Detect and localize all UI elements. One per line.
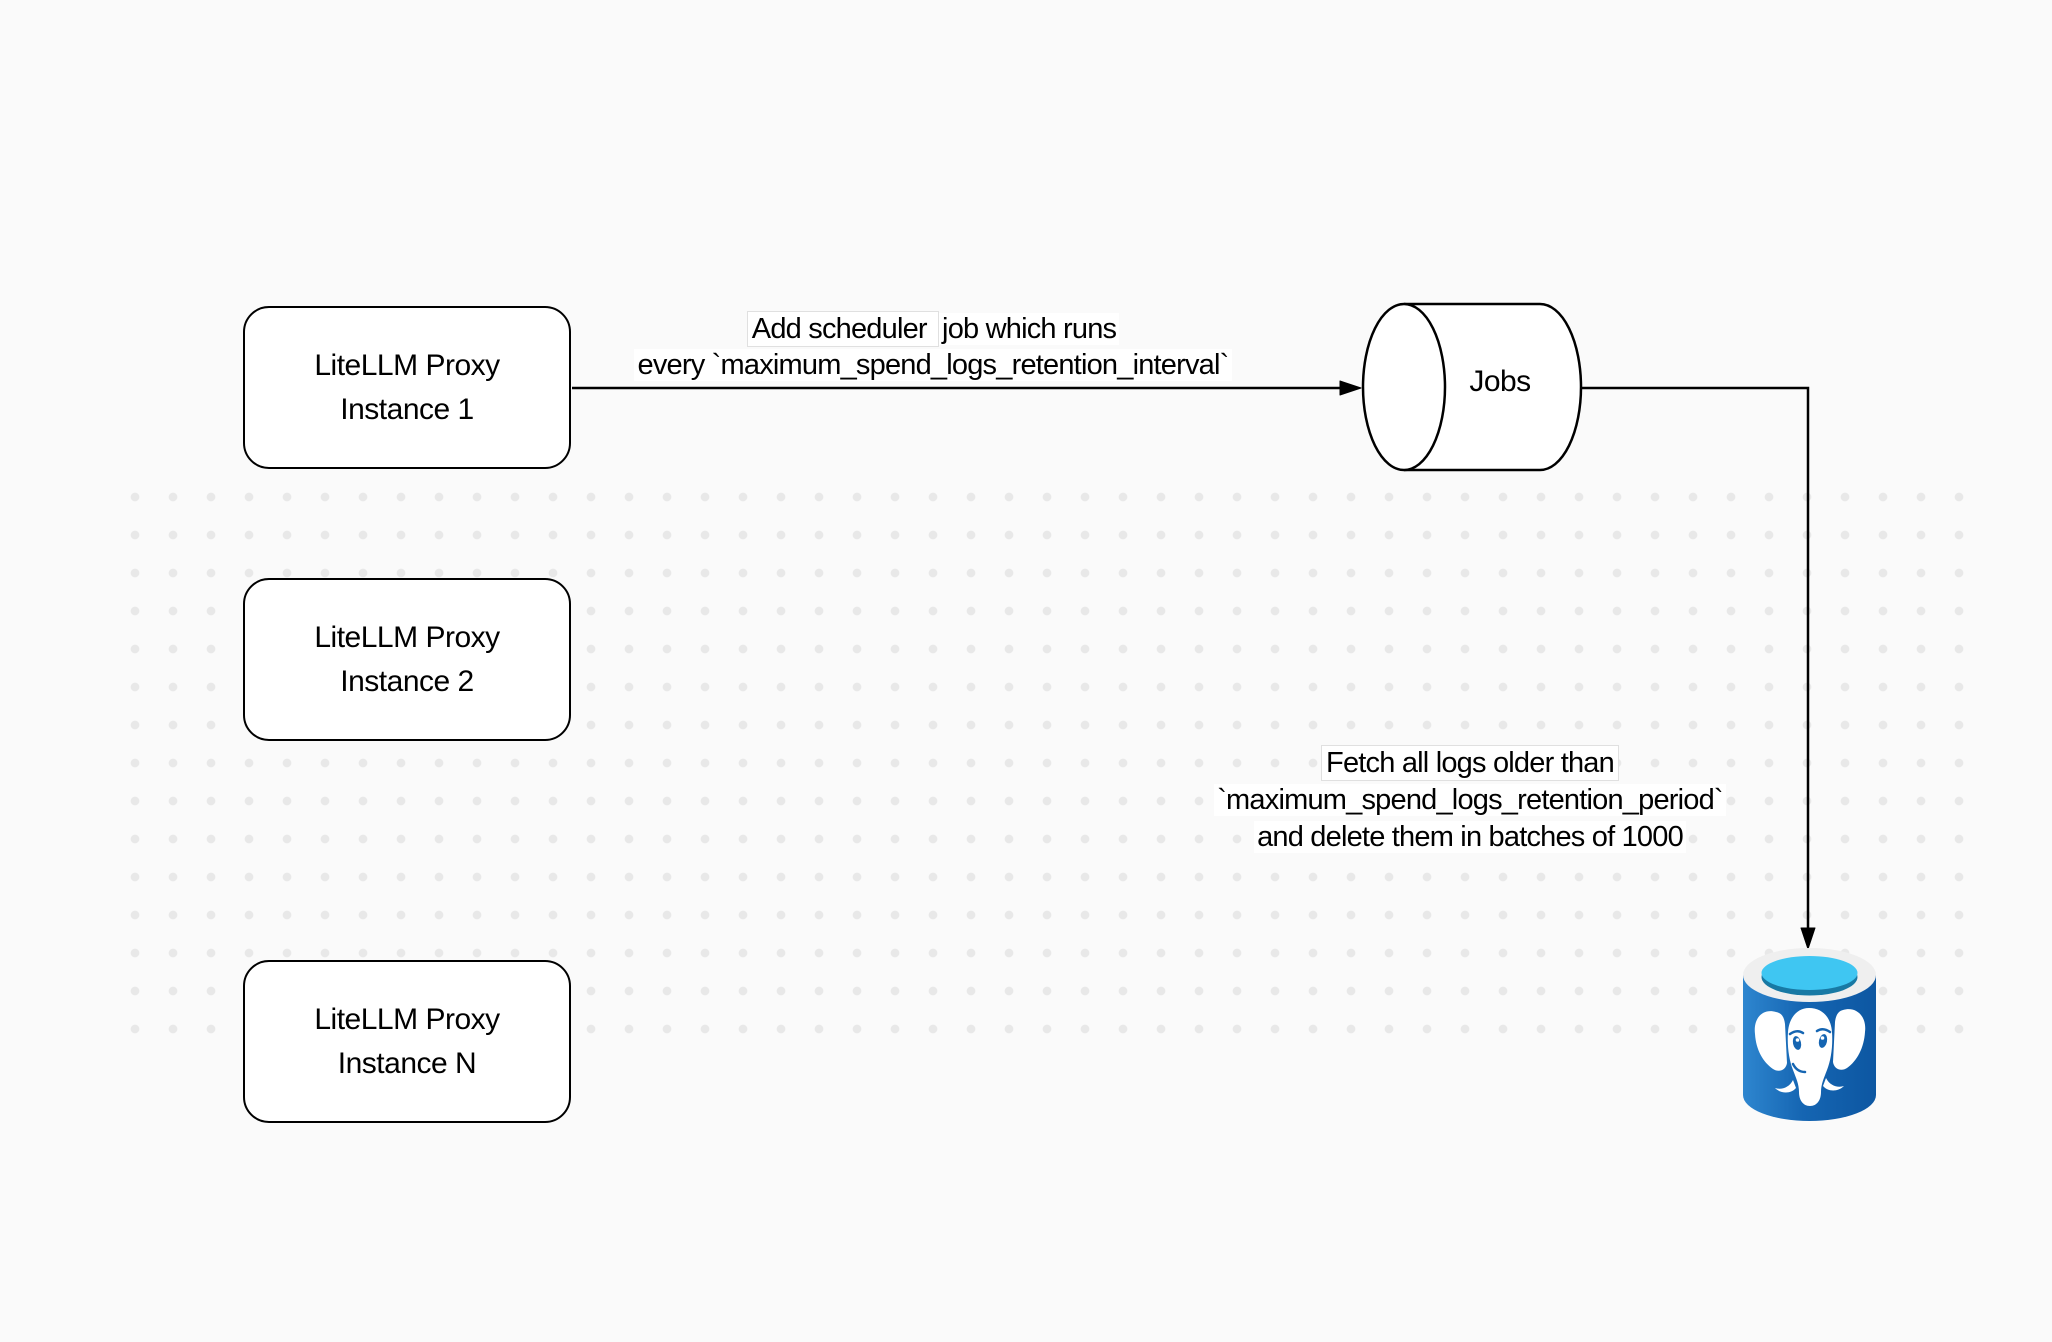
node-label-line: Instance 2 [340,664,474,698]
jobs-cylinder [1361,302,1583,472]
edge-fetch-label-line1: Fetch all logs older than [1120,745,1820,782]
postgres-cylinder-top-cyan [1761,956,1858,990]
node-label-line: LiteLLM Proxy [314,1002,500,1036]
node-label-line: LiteLLM Proxy [314,348,500,382]
postgres-elephant-icon [1754,1008,1866,1106]
node-label-line: Instance N [337,1046,477,1080]
edge-scheduler-arrow [572,380,1362,396]
edge-scheduler-label-line1: Add scheduler job which runs [633,311,1233,347]
edge-scheduler-label-line2: every `maximum_spend_logs_retention_inte… [633,347,1233,383]
node-label-line: Instance 1 [340,392,474,426]
highlighted-text: Add scheduler [746,311,940,347]
highlighted-text: Fetch all logs older than [1321,745,1619,781]
arrowhead-down-icon [1800,927,1816,950]
postgresql-icon [1743,948,1876,1121]
node-litellm-proxy-instance-1: LiteLLM Proxy Instance 1 [243,306,571,469]
edge-scheduler-label: Add scheduler job which runs every `maxi… [633,311,1233,383]
dot-grid-background [116,478,1978,1048]
arrowhead-right-icon [1339,380,1362,396]
node-label-line: LiteLLM Proxy [314,620,500,654]
jobs-label: Jobs [1469,365,1531,398]
edge-fetch-arrow [1582,386,1816,950]
edge-fetch-label: Fetch all logs older than `maximum_spend… [1120,745,1820,856]
edge-fetch-label-line2: `maximum_spend_logs_retention_period` [1120,782,1820,819]
node-litellm-proxy-instance-2: LiteLLM Proxy Instance 2 [243,578,571,741]
node-litellm-proxy-instance-n: LiteLLM Proxy Instance N [243,960,571,1123]
edge-fetch-label-line3: and delete them in batches of 1000 [1120,819,1820,856]
